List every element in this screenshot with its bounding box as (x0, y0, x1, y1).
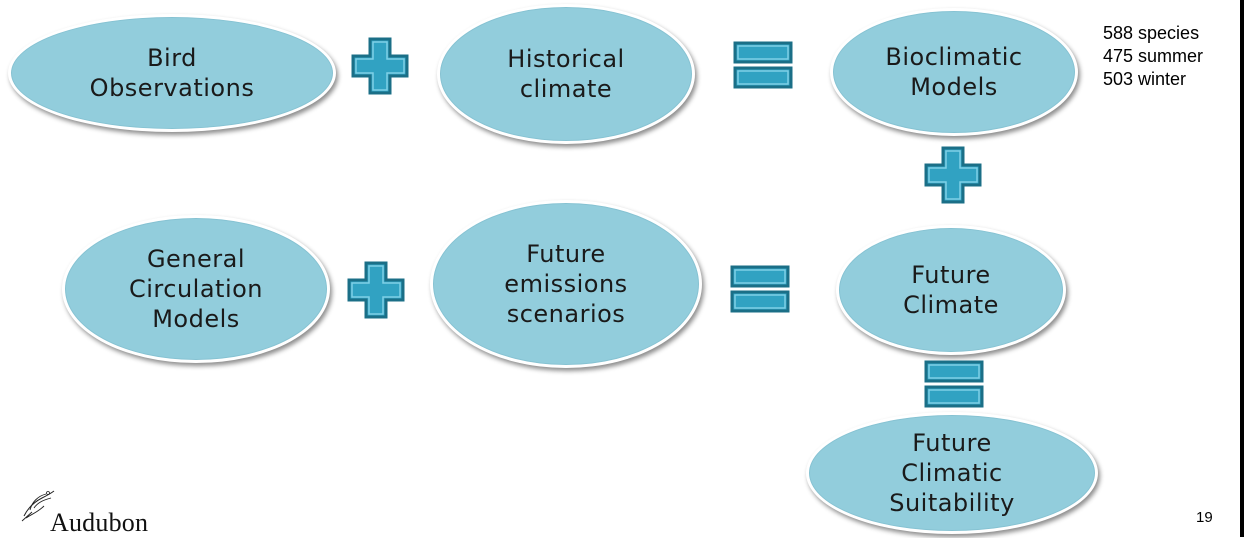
audubon-logo-text: Audubon (50, 508, 149, 537)
future-emissions-scenarios-node: Future emissions scenarios (430, 200, 702, 368)
plus-icon (924, 146, 982, 204)
slide-right-border (1240, 0, 1244, 537)
future-climate-label: Future Climate (903, 261, 999, 319)
historical-climate-label: Historical climate (507, 45, 625, 103)
equals-icon (733, 41, 793, 89)
future-climatic-suitability-node: Future Climatic Suitability (806, 412, 1098, 534)
bioclimatic-models-label: Bioclimatic Models (885, 43, 1023, 101)
bird-observations-node: Bird Observations (8, 14, 336, 132)
species-counts: 588 species 475 summer 503 winter (1103, 22, 1203, 91)
future-emissions-scenarios-label: Future emissions scenarios (504, 240, 628, 328)
species-total: 588 species (1103, 23, 1200, 43)
historical-climate-node: Historical climate (437, 4, 695, 144)
equals-icon (730, 265, 790, 313)
species-summer: 475 summer (1103, 46, 1204, 66)
general-circulation-models-label: General Circulation Models (128, 245, 264, 333)
species-winter: 503 winter (1103, 69, 1187, 89)
audubon-egret-logo-icon (21, 490, 55, 522)
future-climate-node: Future Climate (836, 225, 1066, 355)
equals-icon (924, 360, 984, 408)
future-climatic-suitability-label: Future Climatic Suitability (889, 429, 1015, 517)
bioclimatic-models-node: Bioclimatic Models (830, 8, 1078, 136)
plus-icon (347, 261, 405, 319)
plus-icon (351, 37, 409, 95)
general-circulation-models-node: General Circulation Models (62, 215, 330, 363)
bird-observations-label: Bird Observations (89, 44, 255, 102)
page-number: 19 (1196, 509, 1213, 526)
